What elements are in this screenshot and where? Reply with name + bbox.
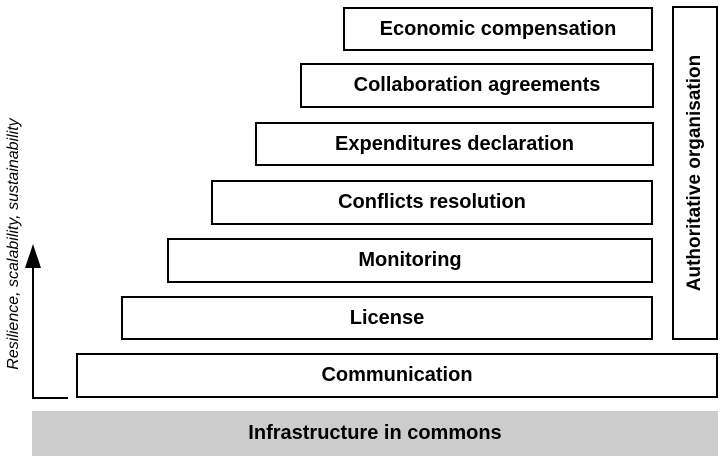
layer-label: Expenditures declaration xyxy=(335,132,574,155)
right-panel-label: Authoritative organisation xyxy=(684,54,705,292)
layer-label: Communication xyxy=(321,364,473,386)
base-label: Infrastructure in commons xyxy=(248,422,502,444)
right-panel-authoritative-organisation: Authoritative organisation xyxy=(672,6,718,340)
layer-label: Collaboration agreements xyxy=(353,74,601,96)
up-arrow-icon xyxy=(25,244,68,399)
layer-box-expenditures-declaration: Expenditures declaration xyxy=(255,122,654,166)
layer-label: License xyxy=(349,306,425,329)
layer-label: Economic compensation xyxy=(379,17,617,40)
layer-label: Monitoring xyxy=(358,249,462,271)
base-box-infrastructure-in-commons: Infrastructure in commons xyxy=(32,411,718,456)
layer-label: Conflicts resolution xyxy=(338,191,526,213)
layer-box-monitoring: Monitoring xyxy=(167,238,653,283)
layer-box-conflicts-resolution: Conflicts resolution xyxy=(211,180,653,225)
layer-box-communication: Communication xyxy=(76,353,718,398)
layer-box-collaboration-agreements: Collaboration agreements xyxy=(300,63,654,108)
layer-box-economic-compensation: Economic compensation xyxy=(343,7,653,51)
layer-box-license: License xyxy=(121,296,653,340)
